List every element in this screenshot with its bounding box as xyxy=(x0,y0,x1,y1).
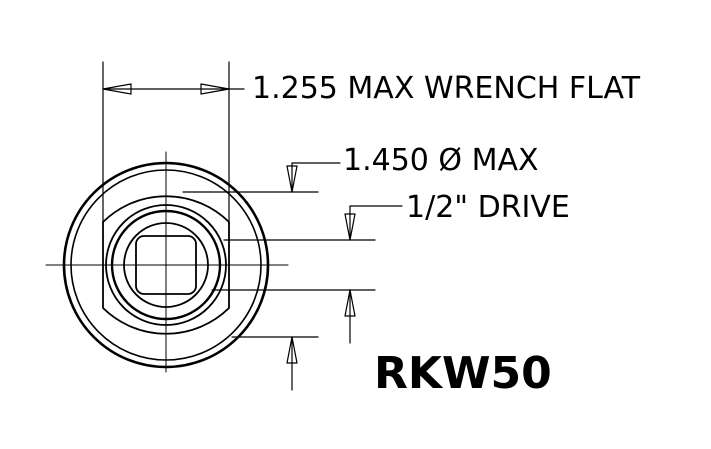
drive-arrow-bottom xyxy=(344,289,356,317)
diameter-arrow-bottom xyxy=(286,336,298,364)
counterbore-circle xyxy=(105,204,227,326)
outer-diameter-dimension-label: 1.450 Ø MAX xyxy=(343,143,539,178)
drive-bore-outer-circle xyxy=(110,209,222,321)
wrench-flat-arrow-right xyxy=(200,83,230,95)
wrench-flat-arrow-left xyxy=(102,83,132,95)
square-drive-outline xyxy=(135,235,197,295)
wrench-flat-dimension-label: 1.255 MAX WRENCH FLAT xyxy=(252,71,641,106)
drive-arrow-top xyxy=(344,213,356,241)
drive-bore-inner-circle xyxy=(123,222,209,308)
drive-size-dimension-label: 1/2" DRIVE xyxy=(406,190,570,225)
outer-diameter-circle xyxy=(62,161,270,369)
part-number-label: RKW50 xyxy=(374,348,552,399)
diameter-arrow-top xyxy=(286,165,298,193)
outer-chamfer-circle xyxy=(70,169,262,361)
wrench-flat-outline xyxy=(102,195,230,335)
